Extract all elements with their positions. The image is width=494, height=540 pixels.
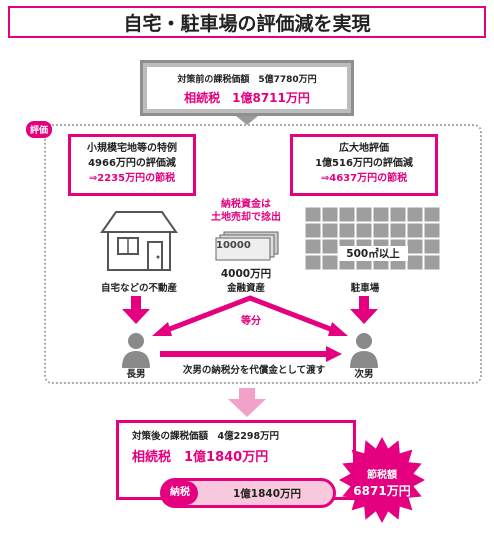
saving-amount: 6871万円	[353, 484, 411, 498]
money-label: 金融資産	[226, 283, 265, 294]
compensation-arrow-icon	[160, 346, 342, 362]
tax-payment-tag: 納税	[162, 481, 198, 505]
parking-space	[321, 254, 339, 271]
big-down-arrow-icon	[228, 388, 266, 417]
small-land-title: 小規模宅地等の特例	[87, 143, 177, 154]
parking-space	[304, 238, 322, 255]
small-land-saving: ⇒2235万円の節税	[88, 173, 176, 184]
before-summary-box: 対策前の課税価額 5億7780万円 相続税 1億8711万円	[140, 60, 354, 116]
equal-split-arrows-icon	[152, 295, 348, 336]
before-inheritance-tax: 相続税 1億8711万円	[184, 91, 310, 105]
parking-space	[321, 222, 339, 239]
down-arrow-left-icon	[122, 296, 150, 324]
parking-space	[406, 206, 424, 223]
funding-note-line2: 土地売却で捻出	[211, 212, 281, 223]
saving-starburst-icon	[339, 437, 425, 523]
land-area-label: 500㎡以上	[338, 246, 408, 261]
tax-payment-amount: 1億1840万円	[232, 488, 302, 500]
parking-space	[423, 206, 441, 223]
parking-space	[406, 254, 424, 271]
parking-space	[338, 206, 356, 223]
saving-label: 節税額	[367, 470, 397, 481]
second-son-label: 次男	[354, 369, 374, 380]
down-arrow-right-icon	[350, 296, 378, 324]
parking-space	[372, 222, 390, 239]
parking-space	[338, 222, 356, 239]
parking-space	[304, 206, 322, 223]
valuation-tag-label: 評価	[26, 121, 53, 138]
title-text: 自宅・駐車場の評価減を実現	[123, 12, 371, 35]
funding-note-line1: 納税資金は	[221, 199, 271, 210]
wide-land-reduction: 1億516万円の評価減	[315, 158, 413, 169]
page-title: 自宅・駐車場の評価減を実現	[8, 6, 486, 38]
parking-space	[372, 206, 390, 223]
parking-label: 駐車場	[350, 283, 380, 294]
parking-space	[423, 254, 441, 271]
parking-space	[304, 222, 322, 239]
house-icon	[100, 211, 178, 271]
valuation-frame	[44, 124, 482, 384]
after-tax-base: 対策後の課税価額 4億2298万円	[132, 431, 280, 442]
valuation-tag: 評価	[26, 118, 53, 138]
parking-space	[389, 222, 407, 239]
money-amount: 4000万円	[220, 268, 272, 280]
before-tax-base: 対策前の課税価額 5億7780万円	[177, 75, 317, 85]
eldest-son-label: 長男	[126, 369, 146, 380]
eldest-son-icon	[122, 333, 150, 368]
wide-land-box: 広大地評価 1億516万円の評価減 ⇒4637万円の節税	[290, 134, 438, 196]
compensation-text: 次男の納税分を代償金として渡す	[182, 365, 326, 376]
parking-space	[406, 222, 424, 239]
parking-space	[321, 206, 339, 223]
parking-space	[355, 222, 373, 239]
second-son-icon	[350, 333, 378, 368]
house-label: 自宅などの不動産	[100, 283, 177, 294]
parking-lot-grid-icon	[304, 206, 441, 271]
parking-space	[389, 206, 407, 223]
parking-space	[321, 238, 339, 255]
parking-space	[355, 206, 373, 223]
wide-land-title: 広大地評価	[339, 143, 389, 154]
after-inheritance-tax: 相続税 1億1840万円	[132, 450, 269, 465]
banknotes-icon	[215, 231, 279, 261]
funding-note: 納税資金は 土地売却で捻出	[198, 198, 294, 224]
small-down-arrow-icon	[236, 116, 258, 125]
parking-space	[406, 238, 424, 255]
equal-split-label: 等分	[241, 316, 261, 327]
parking-space	[304, 254, 322, 271]
small-land-reduction: 4966万円の評価減	[88, 158, 176, 169]
small-land-special-box: 小規模宅地等の特例 4966万円の評価減 ⇒2235万円の節税	[68, 134, 196, 196]
wide-land-saving: ⇒4637万円の節税	[320, 173, 408, 184]
banknote-value: 10000	[216, 240, 251, 251]
parking-space	[423, 238, 441, 255]
parking-space	[423, 222, 441, 239]
